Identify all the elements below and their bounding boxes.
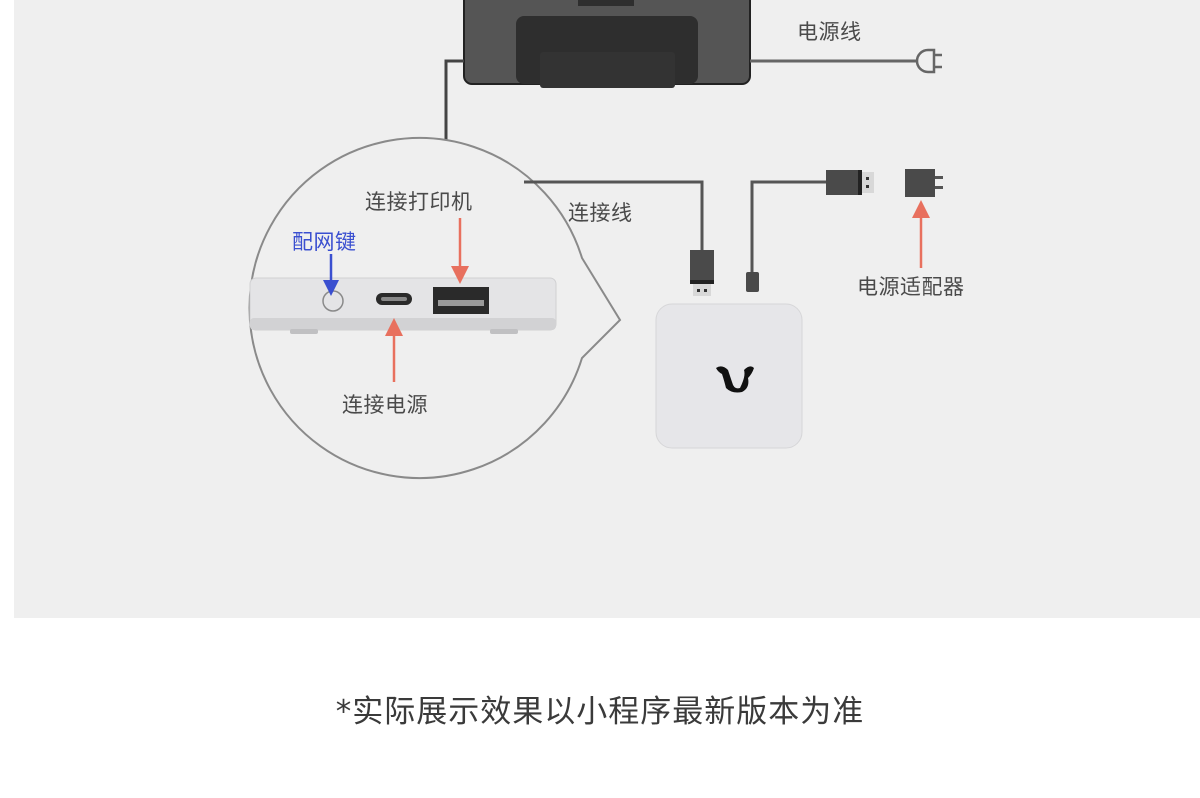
micro-usb-connector-icon [746, 272, 759, 292]
label-connect-power: 连接电源 [342, 393, 428, 417]
label-connect-printer: 连接打印机 [365, 190, 473, 214]
printer-to-bubble-cable [444, 59, 464, 140]
label-power-adapter: 电源适配器 [857, 275, 965, 299]
power-cable [750, 180, 829, 272]
squirrel-logo-icon [716, 366, 754, 393]
plug-icon [915, 48, 942, 74]
device-side-view [249, 277, 557, 334]
arrow-connect-power [385, 318, 403, 382]
usb-connector-icon [690, 250, 714, 296]
usb-plug-end-icon [826, 170, 874, 195]
arrow-power-adapter [912, 200, 930, 268]
power-adapter-icon [905, 169, 943, 197]
label-connect-cable: 连接线 [568, 201, 633, 225]
label-network-key: 配网键 [292, 230, 357, 254]
footnote: *实际展示效果以小程序最新版本为准 [335, 694, 865, 730]
printer-icon [463, 0, 751, 88]
arrow-connect-printer [451, 218, 469, 284]
label-power-cord: 电源线 [797, 20, 862, 44]
network-key-button [322, 290, 344, 312]
arrow-network-key [323, 254, 339, 296]
connection-cable [524, 180, 704, 252]
